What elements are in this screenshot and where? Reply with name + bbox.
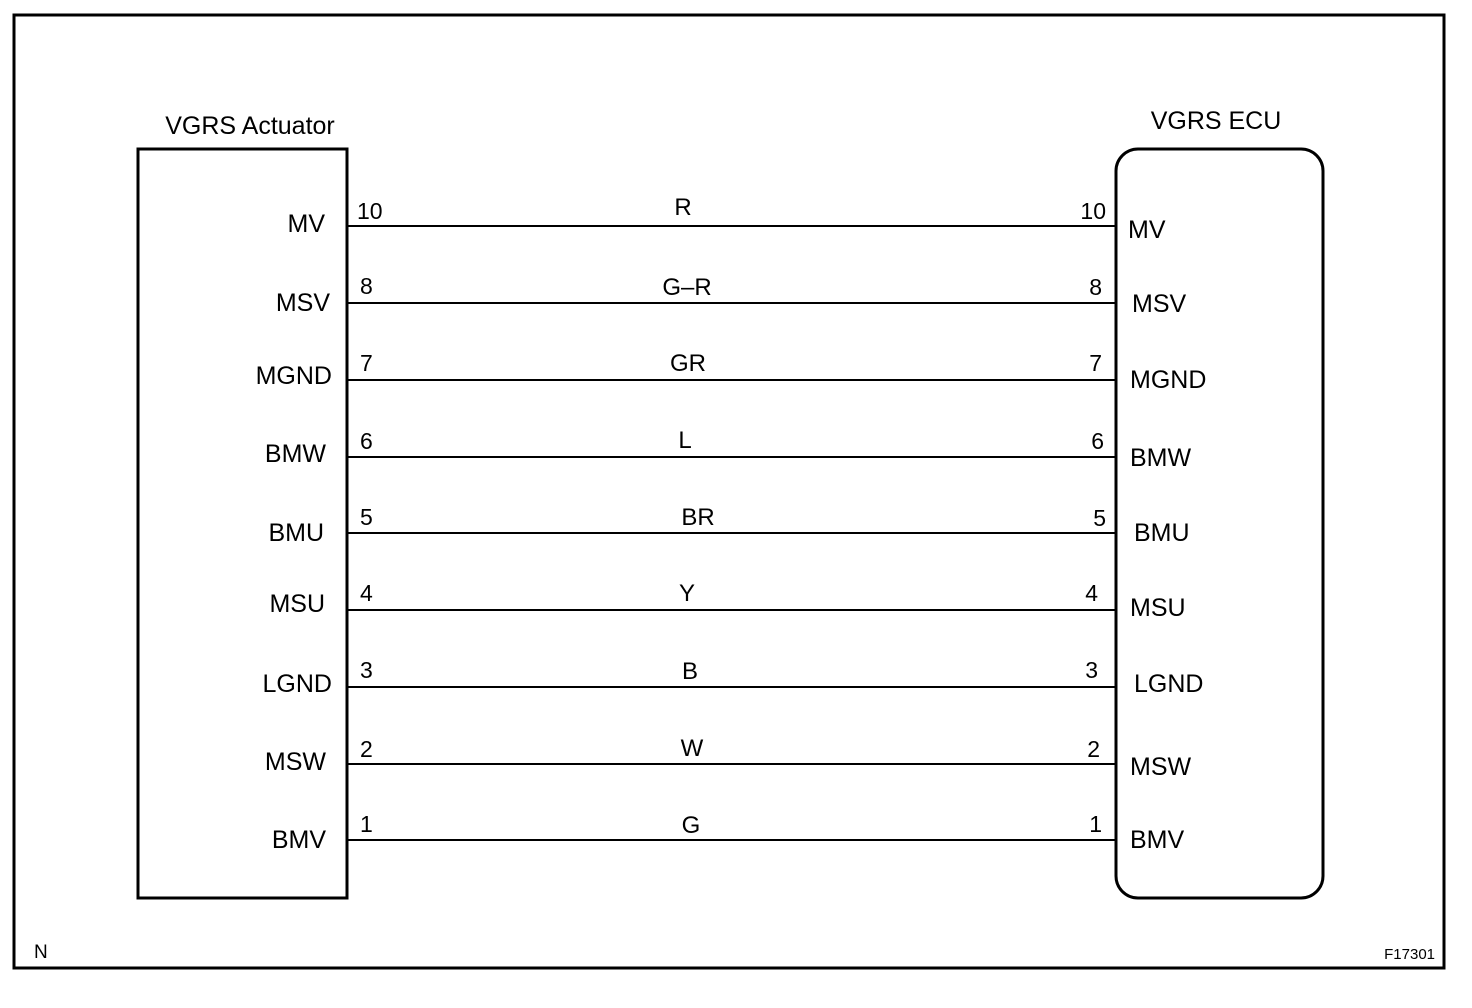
figure-id: F17301 (1384, 946, 1435, 963)
ecu-box (1114, 147, 1325, 900)
actuator-pin-label: MGND (256, 362, 332, 390)
wire-row: MV 10 R 10 MV (288, 194, 1166, 244)
wire-color-code: B (682, 658, 698, 685)
wire-color-code: GR (670, 350, 706, 377)
ecu-pin-number: 5 (1093, 505, 1106, 531)
ecu-pin-label: MSU (1130, 594, 1186, 622)
ecu-pin-number: 7 (1089, 350, 1102, 376)
actuator-pin-number: 1 (360, 811, 373, 837)
ecu-pin-number: 3 (1085, 657, 1098, 683)
actuator-pin-number: 4 (360, 580, 373, 606)
wire-color-code: G–R (662, 274, 711, 301)
ecu-pin-number: 10 (1080, 198, 1106, 224)
wire-row: BMU 5 BR 5 BMU (268, 504, 1189, 547)
wire-color-code: L (678, 427, 691, 454)
actuator-pin-number: 6 (360, 428, 373, 454)
actuator-title: VGRS Actuator (165, 112, 335, 140)
ecu-pin-label: BMW (1130, 444, 1192, 472)
actuator-pin-label: LGND (263, 670, 332, 698)
ecu-pin-label: BMV (1130, 826, 1185, 854)
ecu-pin-label: MSW (1130, 753, 1192, 781)
ecu-pin-number: 8 (1089, 274, 1102, 300)
actuator-pin-number: 7 (360, 350, 373, 376)
actuator-pin-label: MSU (269, 590, 325, 618)
actuator-pin-label: BMV (272, 826, 327, 854)
ecu-pin-label: LGND (1134, 670, 1203, 698)
wire-color-code: R (674, 194, 691, 221)
ecu-pin-label: MGND (1130, 366, 1206, 394)
wire-row: MSW 2 W 2 MSW (265, 735, 1192, 781)
ecu-pin-number: 4 (1085, 580, 1098, 606)
actuator-pin-label: MSW (265, 748, 327, 776)
actuator-box (136, 147, 349, 900)
actuator-pin-label: MSV (276, 289, 331, 317)
actuator-pin-number: 5 (360, 504, 373, 530)
diagram-frame (12, 13, 1446, 970)
actuator-pin-number: 3 (360, 657, 373, 683)
wire-row: LGND 3 B 3 LGND (263, 657, 1204, 698)
ecu-pin-number: 6 (1091, 428, 1104, 454)
actuator-pin-label: BMW (265, 440, 327, 468)
actuator-pin-label: MV (288, 210, 326, 238)
wire-color-code: G (682, 812, 701, 839)
wire-color-code: W (681, 735, 704, 762)
actuator-pin-number: 10 (357, 198, 383, 224)
ecu-pin-number: 2 (1087, 736, 1100, 762)
wire-row: BMV 1 G 1 BMV (272, 811, 1185, 854)
ecu-pin-label: BMU (1134, 519, 1190, 547)
wire-row: MSV 8 G–R 8 MSV (276, 273, 1187, 318)
ecu-pin-label: MSV (1132, 290, 1187, 318)
ecu-component: VGRS ECU (1114, 107, 1325, 900)
ecu-title: VGRS ECU (1151, 107, 1282, 135)
wire-color-code: BR (681, 504, 714, 531)
wire-row: MSU 4 Y 4 MSU (269, 580, 1185, 622)
corner-mark: N (34, 942, 48, 963)
actuator-pin-label: BMU (268, 519, 324, 547)
wire-row: MGND 7 GR 7 MGND (256, 350, 1207, 394)
actuator-pin-number: 2 (360, 736, 373, 762)
wire-row: BMW 6 L 6 BMW (265, 427, 1192, 472)
ecu-pin-number: 1 (1089, 811, 1102, 837)
ecu-pin-label: MV (1128, 216, 1166, 244)
actuator-pin-number: 8 (360, 273, 373, 299)
wire-color-code: Y (679, 580, 695, 607)
wires: MV 10 R 10 MV MSV 8 G–R 8 MSV MGND 7 GR … (256, 194, 1207, 854)
actuator-component: VGRS Actuator (136, 112, 349, 900)
